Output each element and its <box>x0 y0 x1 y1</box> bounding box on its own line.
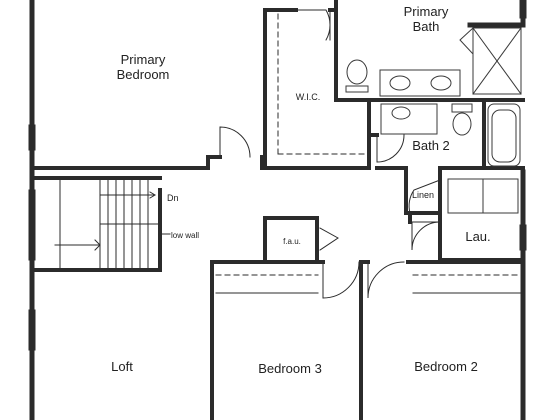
label-fau: f.a.u. <box>283 237 301 246</box>
label-primary-bath-line1: Primary <box>404 4 449 19</box>
label-bedroom-3: Bedroom 3 <box>258 361 322 376</box>
label-wic: W.I.C. <box>296 92 321 102</box>
label-bedroom-2: Bedroom 2 <box>414 359 478 374</box>
doors <box>219 9 441 299</box>
label-loft: Loft <box>111 359 133 374</box>
interior-walls <box>30 0 525 420</box>
label-stair-down: Dn <box>167 193 179 203</box>
closet-shelves <box>215 13 521 276</box>
label-primary-bath-line2: Bath <box>413 19 440 34</box>
label-bath-2: Bath 2 <box>412 138 450 153</box>
plumbing-fixtures <box>345 26 522 214</box>
label-low-wall: low wall <box>171 231 199 240</box>
room-labels: Primary Bedroom Primary Bath W.I.C. Bath… <box>111 4 491 376</box>
label-primary-bedroom-line2: Bedroom <box>117 67 170 82</box>
label-primary-bedroom-line1: Primary <box>121 52 166 67</box>
staircase <box>54 177 171 271</box>
exterior-walls <box>29 0 526 420</box>
label-laundry: Lau. <box>465 229 490 244</box>
label-linen: Linen <box>412 190 434 200</box>
windows <box>28 0 527 351</box>
